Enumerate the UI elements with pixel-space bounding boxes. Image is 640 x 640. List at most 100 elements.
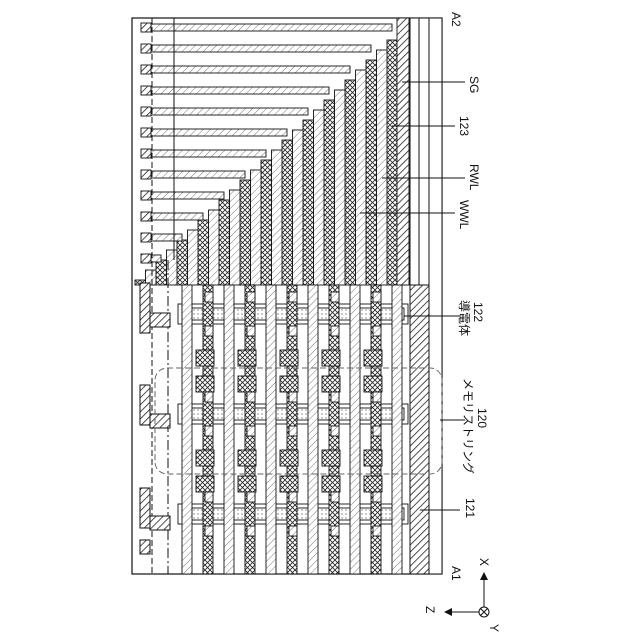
plug-pad	[141, 107, 151, 116]
contact-plug	[150, 24, 392, 31]
memory-cell-block	[364, 450, 382, 466]
wwl-layer	[366, 60, 377, 285]
label-wwl: WWL	[457, 200, 471, 230]
label-a1: A1	[449, 566, 463, 581]
rwl-layer	[335, 90, 346, 285]
memory-cell-block	[238, 450, 256, 466]
cell-contact	[331, 526, 339, 536]
memory-cell-block	[196, 350, 214, 366]
wwl-layer	[387, 40, 398, 285]
memory-cell-block	[364, 476, 382, 492]
rwl-layer	[188, 230, 199, 285]
plug-pad	[141, 212, 151, 221]
contact-plug	[150, 150, 266, 157]
cell-contact	[205, 292, 213, 302]
label-conductor: 導電体	[457, 300, 471, 336]
plug-pad	[141, 128, 151, 137]
contact-plug	[150, 129, 287, 136]
wwl-layer	[219, 200, 230, 285]
contact-plug	[150, 171, 245, 178]
cell-contact	[373, 526, 381, 536]
cell-contact	[247, 326, 255, 336]
cell-contact	[289, 392, 297, 402]
rwl-layer	[314, 110, 325, 285]
cell-contact	[289, 526, 297, 536]
cell-contact	[289, 292, 297, 302]
rwl-layer	[377, 50, 388, 285]
memory-cell-block	[238, 350, 256, 366]
contact-plug	[150, 87, 329, 94]
memory-cell-block	[364, 350, 382, 366]
cell-contact	[289, 426, 297, 436]
label-120: 120	[475, 408, 489, 428]
memory-cell-block	[322, 350, 340, 366]
cell-contact	[205, 526, 213, 536]
wwl-layer	[303, 120, 314, 285]
rwl-layer	[272, 150, 283, 285]
plug-pad	[141, 191, 151, 200]
contact-plug	[150, 192, 224, 199]
contact-plug	[150, 213, 203, 220]
label-rwl: RWL	[467, 164, 481, 191]
cell-contact	[205, 492, 213, 502]
rwl-layer	[251, 170, 262, 285]
cell-contact	[331, 392, 339, 402]
memory-cell-block	[280, 350, 298, 366]
plug-pad	[141, 44, 151, 53]
plug-pad	[141, 86, 151, 95]
wwl-layer	[156, 260, 167, 285]
cell-contact	[247, 426, 255, 436]
rwl-band	[266, 285, 276, 574]
rwl-layer	[209, 210, 220, 285]
substrate-conductor-layer	[410, 285, 429, 574]
wwl-layer	[324, 100, 335, 285]
cell-contact	[373, 426, 381, 436]
cell-contact	[331, 492, 339, 502]
plug-pad	[141, 170, 151, 179]
axis-y-label: Y	[487, 624, 501, 632]
memory-cell-block	[322, 376, 340, 392]
cell-contact	[247, 492, 255, 502]
rwl-layer	[230, 190, 241, 285]
cell-contact	[205, 392, 213, 402]
wwl-layer	[198, 220, 209, 285]
wwl-layer	[177, 240, 188, 285]
memory-cell-block	[280, 450, 298, 466]
cell-contact	[289, 326, 297, 336]
plug-pad	[141, 65, 151, 74]
plug-pad	[141, 23, 151, 32]
cell-contact	[373, 292, 381, 302]
plug-pad	[141, 254, 151, 263]
cell-contact	[373, 326, 381, 336]
cell-contact	[289, 492, 297, 502]
sg-layer	[397, 18, 409, 285]
rwl-band	[392, 285, 402, 574]
axis-x-label: X	[477, 558, 491, 566]
plug-pad	[141, 233, 151, 242]
cell-contact	[205, 426, 213, 436]
memory-cell-block	[322, 476, 340, 492]
cell-contact	[331, 292, 339, 302]
label-sg: SG	[467, 76, 481, 93]
label-122: 122	[471, 302, 485, 322]
rwl-layer	[293, 130, 304, 285]
cell-contact	[205, 326, 213, 336]
axis-z-label: Z	[423, 606, 437, 613]
label-memory-string: メモリストリング	[461, 378, 475, 474]
memory-cell-block	[322, 450, 340, 466]
memory-cell-block	[238, 376, 256, 392]
rwl-band	[350, 285, 360, 574]
memory-cell-block	[364, 376, 382, 392]
cell-contact	[331, 426, 339, 436]
cell-contact	[331, 326, 339, 336]
memory-cell-block	[196, 450, 214, 466]
memory-cell-block	[238, 476, 256, 492]
rwl-band	[182, 285, 192, 574]
wwl-layer	[261, 160, 272, 285]
label-121: 121	[463, 498, 477, 518]
rwl-band	[308, 285, 318, 574]
label-123: 123	[457, 116, 471, 136]
plug-pad	[141, 149, 151, 158]
rwl-layer	[356, 70, 367, 285]
